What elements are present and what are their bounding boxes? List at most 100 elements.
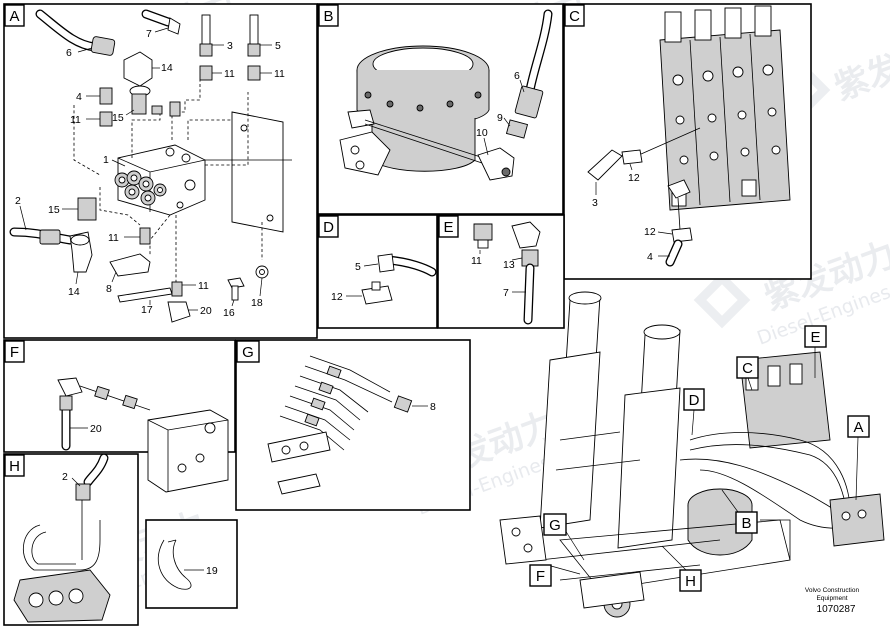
- callout-3: 3: [227, 40, 233, 52]
- dash-leader: [73, 105, 101, 176]
- overview-tag-f[interactable]: [529, 564, 552, 587]
- fitting-15: [77, 197, 97, 221]
- panel-a: A: [3, 3, 318, 339]
- clamp-plate-g: [277, 473, 321, 495]
- port-icon: [181, 153, 191, 163]
- callout-d-12: 12: [331, 291, 343, 303]
- panel-e-frame: [437, 214, 565, 329]
- overview-tag-b[interactable]: [735, 511, 758, 534]
- callout-15b: 15: [48, 204, 60, 216]
- callout-8: 8: [106, 283, 112, 295]
- panel-f-tag: [4, 340, 25, 363]
- panel-h: H 2: [3, 453, 139, 626]
- boom-left: [539, 351, 601, 529]
- callout-11e: 11: [198, 280, 209, 292]
- panel-g: G 8: [235, 339, 471, 511]
- panel-clip: 19: [145, 519, 238, 609]
- callout-c-12: 12: [628, 172, 640, 184]
- port-icon: [176, 201, 184, 209]
- dash-leader: [187, 119, 232, 140]
- elbow-13: [511, 221, 541, 249]
- fitting-g-8: [393, 395, 413, 413]
- overview-tag-g[interactable]: [543, 513, 567, 536]
- callout-b-6: 6: [514, 70, 520, 82]
- panel-c: C 12 3: [563, 3, 812, 280]
- callout-e-13: 13: [503, 259, 515, 271]
- callout-11b: 11: [274, 68, 285, 80]
- panel-a-callouts: 7 3 5 6 14 11 11 4 11 15 1 2 15: [15, 27, 285, 319]
- panel-g-label: G: [242, 344, 254, 361]
- plate-hole-icon: [266, 214, 274, 222]
- overview-tag-d-label: D: [689, 392, 700, 409]
- hose-loop-h: [22, 520, 101, 571]
- tee-12: [621, 149, 643, 165]
- elbow-f: [57, 377, 83, 397]
- overview-tag-g-label: G: [549, 517, 561, 534]
- callout-17: 17: [141, 304, 153, 316]
- panel-g-frame: [235, 339, 471, 511]
- overview-valve: [739, 351, 831, 449]
- callout-e-7: 7: [503, 287, 509, 299]
- mounting-plate: [231, 111, 284, 233]
- callout-b-9: 9: [497, 112, 503, 124]
- union-e-11: [473, 223, 493, 241]
- union-11: [199, 65, 213, 81]
- elbow-c: [667, 179, 691, 199]
- callout-2: 2: [15, 195, 21, 207]
- overview-hose-1: [689, 432, 851, 511]
- elbow-fitting: [167, 17, 181, 35]
- callout-18: 18: [251, 297, 263, 309]
- o-ring-icon: [151, 105, 163, 115]
- callout-11d: 11: [108, 232, 119, 244]
- valve-body-b: [339, 131, 391, 176]
- port-icon: [165, 147, 175, 157]
- overview-tag-a[interactable]: [847, 415, 870, 438]
- fitting-cluster: [114, 170, 167, 206]
- pipe-f: [79, 385, 151, 411]
- dash-leader: [171, 80, 201, 140]
- callout-1: 1: [103, 154, 109, 166]
- panel-b-tag: [318, 4, 339, 27]
- panel-e-tag: [438, 215, 459, 238]
- bolt-16-shank: [231, 285, 239, 301]
- callout-5: 5: [275, 40, 281, 52]
- hose-nut: [39, 229, 61, 245]
- union-11: [139, 227, 151, 245]
- pipe-bundle: [279, 355, 393, 451]
- bolt-16-head: [227, 277, 245, 289]
- plate-hole-icon: [240, 124, 248, 132]
- callout-20: 20: [200, 305, 212, 317]
- callout-e-11: 11: [471, 255, 482, 267]
- panel-b: B 6 9 10: [317, 3, 564, 215]
- brand-line-1: Volvo Construction: [805, 587, 860, 594]
- cable-tie-icon: [157, 539, 192, 590]
- fitting-4: [99, 87, 113, 105]
- overview-block-a: [829, 493, 885, 547]
- pipe-5: [249, 14, 259, 46]
- union-11: [171, 281, 183, 297]
- elbow-3: [587, 149, 623, 181]
- callout-6: 6: [66, 47, 72, 59]
- overview-machine: D C E A B G F H: [499, 291, 885, 618]
- panel-clip-frame: [145, 519, 238, 609]
- callout-h-2: 2: [62, 471, 68, 483]
- elbow-14: [123, 51, 153, 87]
- overview-tag-b-label: B: [741, 515, 751, 532]
- pipe-3: [201, 14, 211, 46]
- overview-tag-d[interactable]: [683, 388, 705, 411]
- overview-tag-e[interactable]: [804, 325, 827, 348]
- overview-tag-h[interactable]: [679, 569, 702, 592]
- callout-c-3: 3: [592, 197, 598, 209]
- overview-pump: [499, 515, 547, 565]
- callout-b-10: 10: [476, 127, 488, 139]
- dash-leader: [99, 187, 141, 226]
- panel-h-label: H: [9, 458, 20, 475]
- overview-tag-c[interactable]: [736, 356, 759, 379]
- callout-c-4: 4: [647, 251, 653, 263]
- fitting-f: [59, 395, 73, 411]
- panel-d-label: D: [323, 219, 334, 236]
- elbow-20: [167, 301, 191, 323]
- nut-5: [247, 43, 261, 57]
- union-9: [505, 119, 529, 139]
- callout-7: 7: [146, 28, 152, 40]
